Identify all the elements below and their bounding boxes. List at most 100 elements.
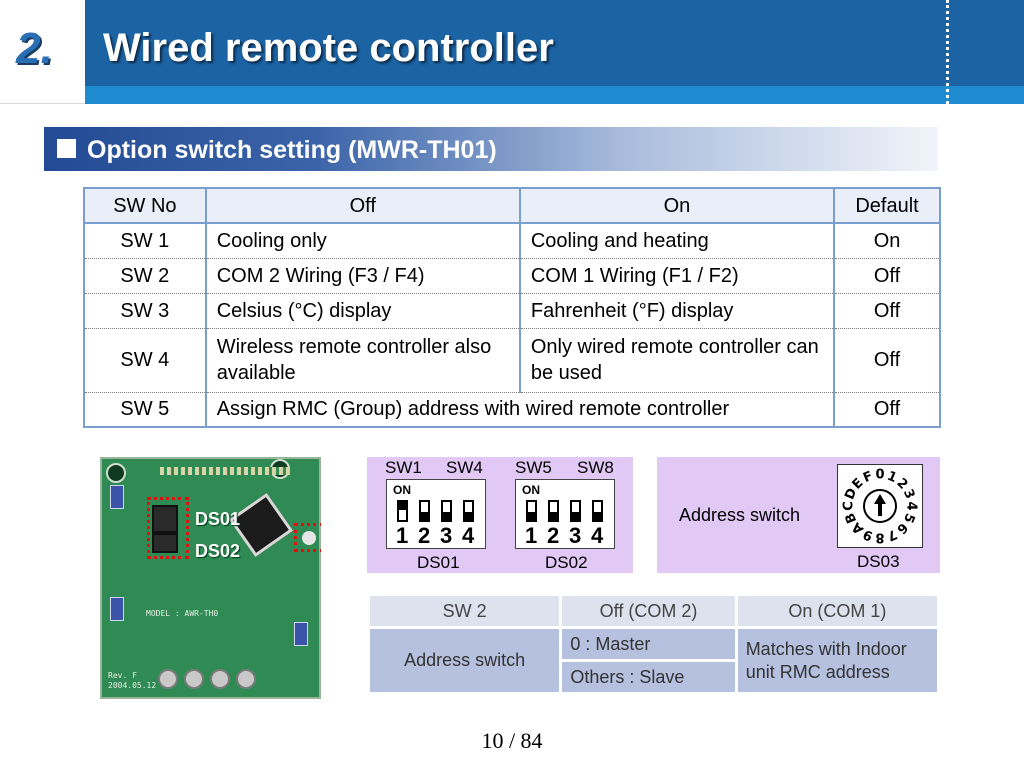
screw-terminal-icon	[236, 669, 256, 689]
table-row: Others : Slave	[370, 662, 937, 692]
pcb-model-text: MODEL : AWR-TH0	[146, 609, 219, 618]
address-switch-label: Address switch	[679, 505, 801, 525]
dip-knob-1	[397, 500, 408, 522]
switch-number: 2	[418, 523, 431, 548]
ds02-caption: DS02	[545, 553, 588, 572]
subtitle-band	[44, 127, 938, 171]
on-cell: Cooling and heating	[518, 223, 836, 259]
off-cell: Celsius (°C) display	[204, 293, 521, 329]
mini-header-off: Off (COM 2)	[562, 596, 735, 626]
mounting-hole-icon	[106, 463, 126, 483]
switch-number: 3	[569, 523, 582, 548]
column-header-sw-no: SW No	[83, 188, 207, 224]
dip-switch-panel: SW1 SW4 SW5 SW8 ON 1 2 3 4 ON 1 2 3 4 DS…	[367, 457, 633, 573]
default-cell: On	[833, 223, 941, 259]
mini-header-row: SW 2 Off (COM 2) On (COM 1)	[370, 596, 937, 626]
square-bullet-icon	[57, 139, 76, 158]
column-header-off: Off	[204, 188, 521, 224]
page-number: 10 / 84	[481, 728, 543, 753]
dip-knob-6	[548, 500, 559, 522]
dip-knob-7	[570, 500, 581, 522]
sw-number-cell: SW 5	[83, 392, 207, 428]
header-dotted-divider	[946, 0, 949, 104]
off-cell: Wireless remote controller also availabl…	[204, 328, 521, 393]
ds02-photo-label: DS02	[195, 541, 241, 561]
pcb-board-edge	[100, 457, 321, 699]
sw-number-cell: SW 4	[83, 328, 207, 393]
page-title: Wired remote controller	[103, 26, 554, 70]
default-cell: Off	[833, 258, 941, 294]
pcb-connector-strip	[160, 467, 290, 475]
table-row-sw2: SW 2 COM 2 Wiring (F3 / F4) COM 1 Wiring…	[83, 258, 941, 294]
sw4-label: SW4	[446, 458, 483, 477]
ds03-caption: DS03	[857, 552, 900, 571]
dip-knob-4	[463, 500, 474, 522]
dial-character: 8	[875, 530, 884, 545]
switch-number: 3	[440, 523, 453, 548]
switch-number: 2	[547, 523, 560, 548]
slave-cell: Others : Slave	[562, 662, 735, 692]
off-cell: Cooling only	[204, 223, 521, 259]
rotary-switch-ds03	[302, 531, 316, 545]
ds02-switch-block	[152, 533, 178, 553]
ds03-highlight	[294, 523, 321, 552]
terminal-block	[158, 669, 256, 689]
arrow-up-icon	[874, 494, 886, 516]
dial-character: C	[842, 501, 857, 511]
option-switch-table: SW No Off On Default SW 1 Cooling only C…	[83, 187, 941, 428]
sw1-label: SW1	[385, 458, 422, 477]
table-row: Address switch 0 : Master Matches with I…	[370, 629, 937, 692]
sw8-label: SW8	[577, 458, 614, 477]
address-switch-cell: Address switch	[370, 629, 560, 692]
header-number-area: 2.	[0, 0, 85, 104]
on-cell: Only wired remote controller can be used	[518, 328, 836, 393]
screw-terminal-icon	[210, 669, 230, 689]
table-row-sw4: SW 4 Wireless remote controller also ava…	[83, 328, 941, 393]
header-bar	[85, 0, 1024, 104]
off-cell: COM 2 Wiring (F3 / F4)	[204, 258, 521, 294]
section-number: 2.	[16, 24, 53, 73]
table-row-sw3: SW 3 Celsius (°C) display Fahrenheit (°F…	[83, 293, 941, 329]
blue-capacitor-icon	[110, 597, 124, 621]
default-cell: Off	[833, 392, 941, 428]
sw2-address-table: SW 2 Off (COM 2) On (COM 1) Address swit…	[367, 593, 940, 695]
dip-knob-2	[419, 500, 430, 522]
on-marker: ON	[393, 483, 411, 497]
ds01-ds02-highlight	[147, 497, 189, 559]
on-marker: ON	[522, 483, 540, 497]
ds02-dip-switch: ON 1 2 3 4	[515, 479, 615, 549]
ds01-switch-block	[152, 505, 178, 533]
blue-capacitor-icon	[294, 622, 308, 646]
switch-number: 1	[396, 523, 409, 548]
switch-number: 4	[462, 523, 475, 548]
default-cell: Off	[833, 293, 941, 329]
mini-header-on: On (COM 1)	[737, 596, 937, 626]
section-subtitle: Option switch setting (MWR-TH01)	[87, 136, 497, 164]
pcb-date-text: 2004.05.12	[108, 681, 157, 690]
sw-number-cell: SW 3	[83, 293, 207, 329]
pcb-photo: DS01 DS02 MODEL : AWR-TH0 Rev. F 2004.05…	[100, 457, 321, 699]
column-header-default: Default	[833, 188, 941, 224]
on-cell: COM 1 Wiring (F1 / F2)	[518, 258, 836, 294]
table-row-sw1: SW 1 Cooling only Cooling and heating On	[83, 223, 941, 259]
ds01-dip-switch: ON 1 2 3 4	[386, 479, 486, 549]
on-cell: Fahrenheit (°F) display	[518, 293, 836, 329]
master-cell: 0 : Master	[562, 629, 735, 659]
screw-terminal-icon	[184, 669, 204, 689]
ds01-photo-label: DS01	[195, 509, 241, 529]
mini-header-sw2: SW 2	[370, 596, 560, 626]
screw-terminal-icon	[158, 669, 178, 689]
pcb-rev-text: Rev. F	[108, 671, 137, 680]
sw-number-cell: SW 1	[83, 223, 207, 259]
indoor-match-cell: Matches with Indoor unit RMC address	[737, 629, 937, 692]
dial-character: 0	[875, 468, 884, 483]
dip-knob-8	[592, 500, 603, 522]
dip-knob-5	[526, 500, 537, 522]
dial-character: 4	[904, 501, 919, 510]
switch-number: 4	[591, 523, 604, 548]
blue-capacitor-icon	[110, 485, 124, 509]
sw5-label: SW5	[515, 458, 552, 477]
merged-description-cell: Assign RMC (Group) address with wired re…	[204, 392, 836, 428]
